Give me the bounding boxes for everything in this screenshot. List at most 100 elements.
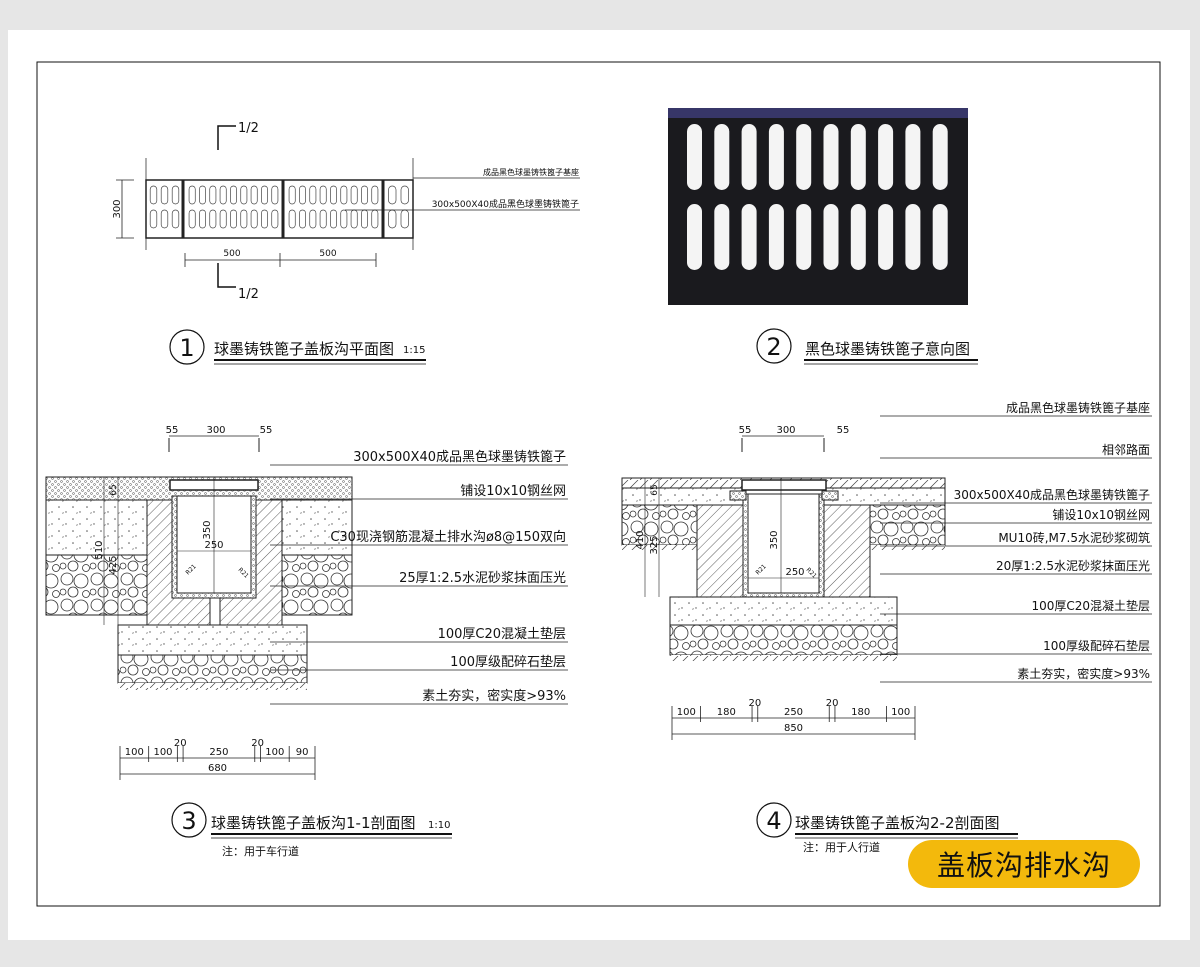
dim-segment: 180 bbox=[851, 707, 870, 718]
grate-slot bbox=[309, 209, 317, 229]
drawing-border bbox=[36, 61, 1161, 907]
dim: 250 bbox=[785, 567, 804, 578]
photo-grate-slot bbox=[687, 204, 702, 270]
label-grate-base: 成品黑色球墨铸铁篦子基座 bbox=[483, 167, 579, 177]
grate-slot bbox=[361, 185, 368, 205]
photo-grate-slot bbox=[823, 124, 839, 190]
dim-segment: 100 bbox=[125, 747, 144, 758]
grate-slot bbox=[171, 209, 180, 229]
grate-slot bbox=[199, 185, 206, 205]
section1-note: 注：用于车行道 bbox=[222, 844, 299, 858]
callout-label: 素土夯实，密实度>93% bbox=[422, 688, 566, 704]
photo-grate-slot bbox=[878, 124, 894, 190]
plan-scale: 1:15 bbox=[403, 345, 425, 356]
dim-segment: 100 bbox=[891, 707, 910, 718]
callout-label: 100厚C20混凝土垫层 bbox=[438, 626, 566, 642]
grate-slot bbox=[149, 185, 158, 205]
grate-slot bbox=[288, 185, 296, 205]
grate-slot bbox=[319, 209, 327, 229]
photo-grate-slot bbox=[905, 124, 921, 190]
grate-slot bbox=[330, 209, 337, 229]
grate-slot bbox=[261, 209, 268, 229]
dim-segment: 20 bbox=[251, 738, 264, 749]
photo-grate-slot bbox=[741, 124, 757, 190]
section1-title: 球墨铸铁篦子盖板沟1-1剖面图 bbox=[211, 814, 416, 832]
grate-slot bbox=[319, 185, 327, 205]
dim: 300 bbox=[776, 425, 795, 436]
photo-grate-slot bbox=[768, 204, 784, 270]
photo-grate-slot bbox=[932, 124, 948, 190]
grate-slot bbox=[250, 185, 258, 205]
grate-slot bbox=[309, 185, 317, 205]
section-1-1: 55 300 55 350 250 R21 R21 510 425 65 300… bbox=[45, 425, 568, 858]
dim-segment: 100 bbox=[153, 747, 172, 758]
callout-label: 100厚C20混凝土垫层 bbox=[1031, 598, 1150, 613]
plan-view: 1/2 1/2 300 500 500 成品黑色球墨铸铁篦子基座 300x500… bbox=[112, 121, 580, 365]
callout-label: 100厚级配碎石垫层 bbox=[450, 654, 566, 670]
dim: 350 bbox=[769, 530, 780, 549]
dim-segment: 250 bbox=[209, 747, 228, 758]
dim: 55 bbox=[260, 425, 273, 436]
dim: 250 bbox=[204, 540, 223, 551]
plan-title: 球墨铸铁篦子盖板沟平面图 bbox=[214, 340, 394, 358]
photo-grate-slot bbox=[687, 124, 702, 190]
dim-segment: 90 bbox=[296, 747, 309, 758]
grate-slot bbox=[271, 209, 279, 229]
photo-grate-slot bbox=[796, 124, 812, 190]
grate-slot bbox=[219, 209, 227, 229]
grate-slot bbox=[261, 185, 268, 205]
grate-slot bbox=[188, 209, 196, 229]
base-gravel bbox=[117, 654, 308, 684]
dim-segment: 180 bbox=[717, 707, 736, 718]
dim-width-2: 500 bbox=[319, 249, 336, 259]
dim-segment: 20 bbox=[749, 698, 762, 709]
grate-body bbox=[668, 108, 968, 305]
grate-slot bbox=[240, 185, 248, 205]
dim: 510 bbox=[94, 540, 105, 559]
dim: 325 bbox=[649, 535, 660, 554]
dim: 65 bbox=[109, 484, 119, 495]
grate-slot bbox=[219, 185, 227, 205]
callout-label: 素土夯实，密实度>93% bbox=[1017, 666, 1150, 681]
dim: 350 bbox=[202, 520, 213, 539]
dim: 55 bbox=[166, 425, 179, 436]
photo-grate-slot bbox=[714, 204, 730, 270]
dim: 55 bbox=[739, 425, 752, 436]
grate-slot bbox=[271, 185, 279, 205]
section-mark-bottom-label: 1/2 bbox=[238, 287, 259, 302]
photo-grate-slot bbox=[932, 204, 948, 270]
photo-grate-slot bbox=[850, 124, 866, 190]
callout-label: 铺设10x10钢丝网 bbox=[460, 484, 566, 499]
title-number: 2 bbox=[766, 333, 781, 361]
base-concrete bbox=[669, 596, 898, 626]
photo-grate-slot bbox=[905, 204, 921, 270]
section-2-2: 55 300 55 350 250 R21 R21 410 325 65 成品黑… bbox=[621, 400, 1152, 854]
grate-slot bbox=[350, 185, 358, 205]
photo-title: 黑色球墨铸铁篦子意向图 bbox=[805, 340, 970, 358]
dim-segment: 20 bbox=[826, 698, 839, 709]
section-mark-bottom bbox=[217, 263, 236, 288]
callout-label: 成品黑色球墨铸铁篦子基座 bbox=[1006, 400, 1150, 415]
dim: 410 bbox=[635, 530, 646, 549]
dim-width-1: 500 bbox=[223, 249, 240, 259]
grate-slot bbox=[240, 209, 248, 229]
section2-title: 球墨铸铁篦子盖板沟2-2剖面图 bbox=[795, 814, 1000, 832]
photo-grate-slot bbox=[878, 204, 894, 270]
dim-segment: 100 bbox=[677, 707, 696, 718]
grate-slot bbox=[371, 185, 379, 205]
photo-grate-slot bbox=[796, 204, 812, 270]
label-grate: 300x500X40成品黑色球墨铸铁篦子 bbox=[432, 198, 579, 210]
dim-segment: 100 bbox=[265, 747, 284, 758]
grate-slot bbox=[250, 209, 258, 229]
title-number: 3 bbox=[181, 807, 196, 835]
grate-slot bbox=[388, 185, 397, 205]
dim-segment: 20 bbox=[174, 738, 187, 749]
title-number: 1 bbox=[179, 334, 194, 362]
callout-label: 相邻路面 bbox=[1102, 442, 1150, 457]
grate-slot bbox=[340, 209, 348, 229]
callout-label: 20厚1:2.5水泥砂浆抹面压光 bbox=[996, 558, 1150, 573]
grate-cover bbox=[741, 479, 827, 491]
grate-slot bbox=[209, 185, 217, 205]
callout-label: 铺设10x10钢丝网 bbox=[1052, 508, 1150, 522]
